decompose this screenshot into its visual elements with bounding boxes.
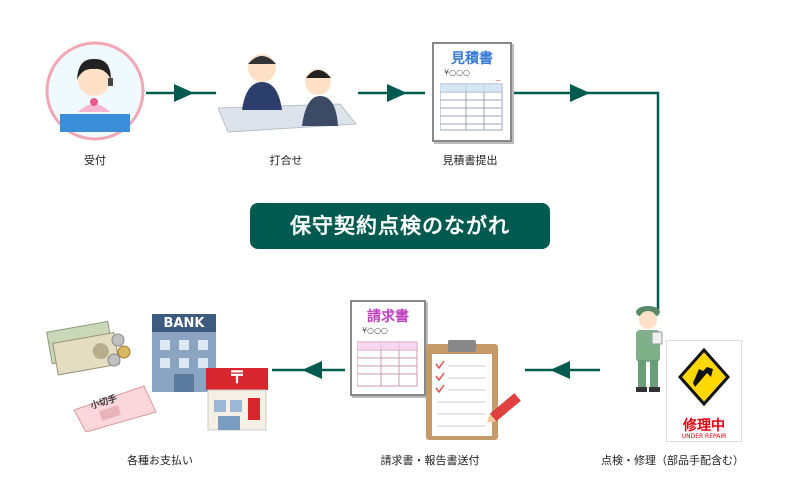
sign-sub-text: UNDER REPAIR <box>681 433 727 440</box>
technician-illustration <box>628 300 668 395</box>
flow-title: 保守契約点検のながれ <box>250 203 550 249</box>
estimate-amount: ¥○○○ <box>444 68 471 77</box>
post-office-symbol: 〒 <box>228 368 246 388</box>
bank-building-illustration <box>150 312 218 394</box>
under-repair-sign: 修理中 UNDER REPAIR <box>666 340 742 442</box>
arrow-right-1 <box>174 84 194 102</box>
invoice-amount: ¥○○○ <box>362 326 389 335</box>
invoice-document-title: 請求書 <box>367 309 409 325</box>
bank-label: BANK <box>163 316 205 331</box>
step-label-meeting: 打合せ <box>269 154 303 167</box>
step-label-inspection: 点検・修理（部品手配含む） <box>601 454 744 467</box>
cash-illustration <box>44 318 134 388</box>
sign-main-text: 修理中 <box>683 418 725 434</box>
step-label-payments: 各種お支払い <box>127 454 193 467</box>
arrow-left-2 <box>302 361 322 379</box>
check-ticket-illustration <box>70 382 160 433</box>
meeting-illustration <box>216 40 358 140</box>
estimate-document-icon: 見積書 ¥○○○ <box>432 42 512 142</box>
step-label-estimate: 見積書提出 <box>442 154 498 167</box>
step-label-invoice-report: 請求書・報告書送付 <box>380 454 480 467</box>
arrow-right-2 <box>387 84 407 102</box>
arrow-left-1 <box>550 361 570 379</box>
report-clipboard-icon <box>420 340 526 444</box>
invoice-document-icon: 請求書 ¥○○○ <box>350 300 426 396</box>
estimate-document-title: 見積書 <box>451 51 493 67</box>
arrow-right-3 <box>570 84 590 102</box>
receptionist-illustration <box>44 40 146 142</box>
step-label-reception: 受付 <box>84 154 106 167</box>
post-office-illustration <box>204 366 270 432</box>
